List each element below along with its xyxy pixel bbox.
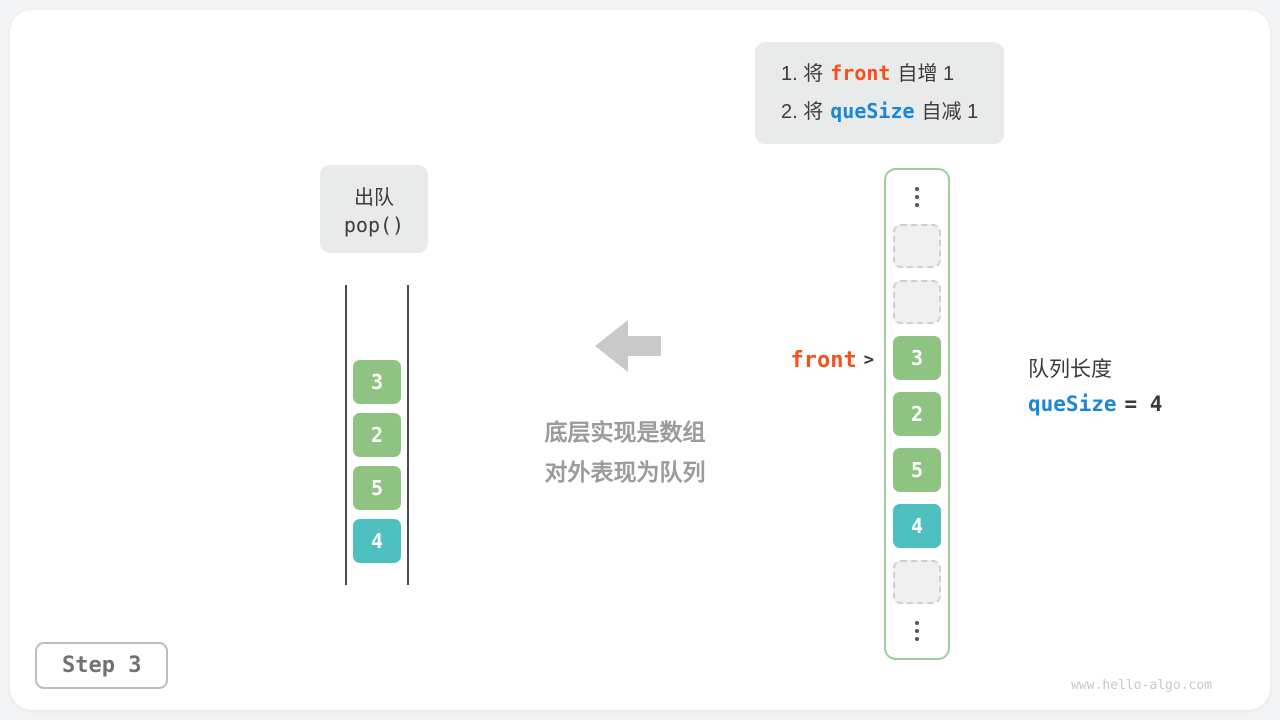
front-code-token: front xyxy=(830,61,891,85)
quesize-var-token: queSize xyxy=(1028,392,1117,416)
operation-name: 出队 xyxy=(354,187,394,209)
queue-length-title: 队列长度 xyxy=(1028,358,1112,381)
ellipsis-icon xyxy=(915,182,919,212)
array-empty-cell xyxy=(893,560,941,604)
array-cell: 5 xyxy=(893,448,941,492)
instruction-box: 1. 将 front 自增 1 2. 将 queSize 自减 1 xyxy=(755,42,1005,144)
instruction-2-pre: 2. 将 xyxy=(781,101,824,123)
instruction-line-1: 1. 将 front 自增 1 xyxy=(781,55,978,93)
queue-cell: 4 xyxy=(353,519,401,563)
front-pointer-arrow-icon: > xyxy=(863,350,874,370)
watermark: www.hello-algo.com xyxy=(1071,678,1212,693)
array-empty-cell xyxy=(893,224,941,268)
left-arrow-icon xyxy=(595,320,661,372)
caption: 底层实现是数组 对外表现为队列 xyxy=(480,412,770,492)
front-pointer-label: front xyxy=(790,348,857,373)
array-view: 3 2 5 4 xyxy=(884,168,950,660)
operation-call: pop() xyxy=(343,213,405,237)
array-cell: 4 xyxy=(893,504,941,548)
array-empty-cell xyxy=(893,280,941,324)
operation-box: 出队 pop() xyxy=(320,165,428,253)
caption-line-2: 对外表现为队列 xyxy=(544,459,706,485)
queue-length-expression: queSize = 4 xyxy=(1028,387,1162,422)
queue-length-block: 队列长度 queSize = 4 xyxy=(1028,352,1162,422)
queue-cell: 5 xyxy=(353,466,401,510)
caption-line-1: 底层实现是数组 xyxy=(544,419,706,445)
array-cell-front: 3 xyxy=(893,336,941,380)
diagram-card: 1. 将 front 自增 1 2. 将 queSize 自减 1 出队 pop() 3… xyxy=(10,10,1270,710)
instruction-2-post: 自减 1 xyxy=(921,101,979,123)
quesize-code-token: queSize xyxy=(830,99,915,123)
queue-cell: 3 xyxy=(353,360,401,404)
array-cell: 2 xyxy=(893,392,941,436)
queue-view: 3 2 5 4 xyxy=(345,285,409,585)
front-pointer: front > xyxy=(766,348,874,373)
queue-cell: 2 xyxy=(353,413,401,457)
instruction-1-pre: 1. 将 xyxy=(781,63,824,85)
ellipsis-icon xyxy=(915,616,919,646)
instruction-line-2: 2. 将 queSize 自减 1 xyxy=(781,93,978,131)
quesize-value: = 4 xyxy=(1124,392,1163,416)
instruction-1-post: 自增 1 xyxy=(897,63,955,85)
step-badge: Step 3 xyxy=(35,642,169,689)
